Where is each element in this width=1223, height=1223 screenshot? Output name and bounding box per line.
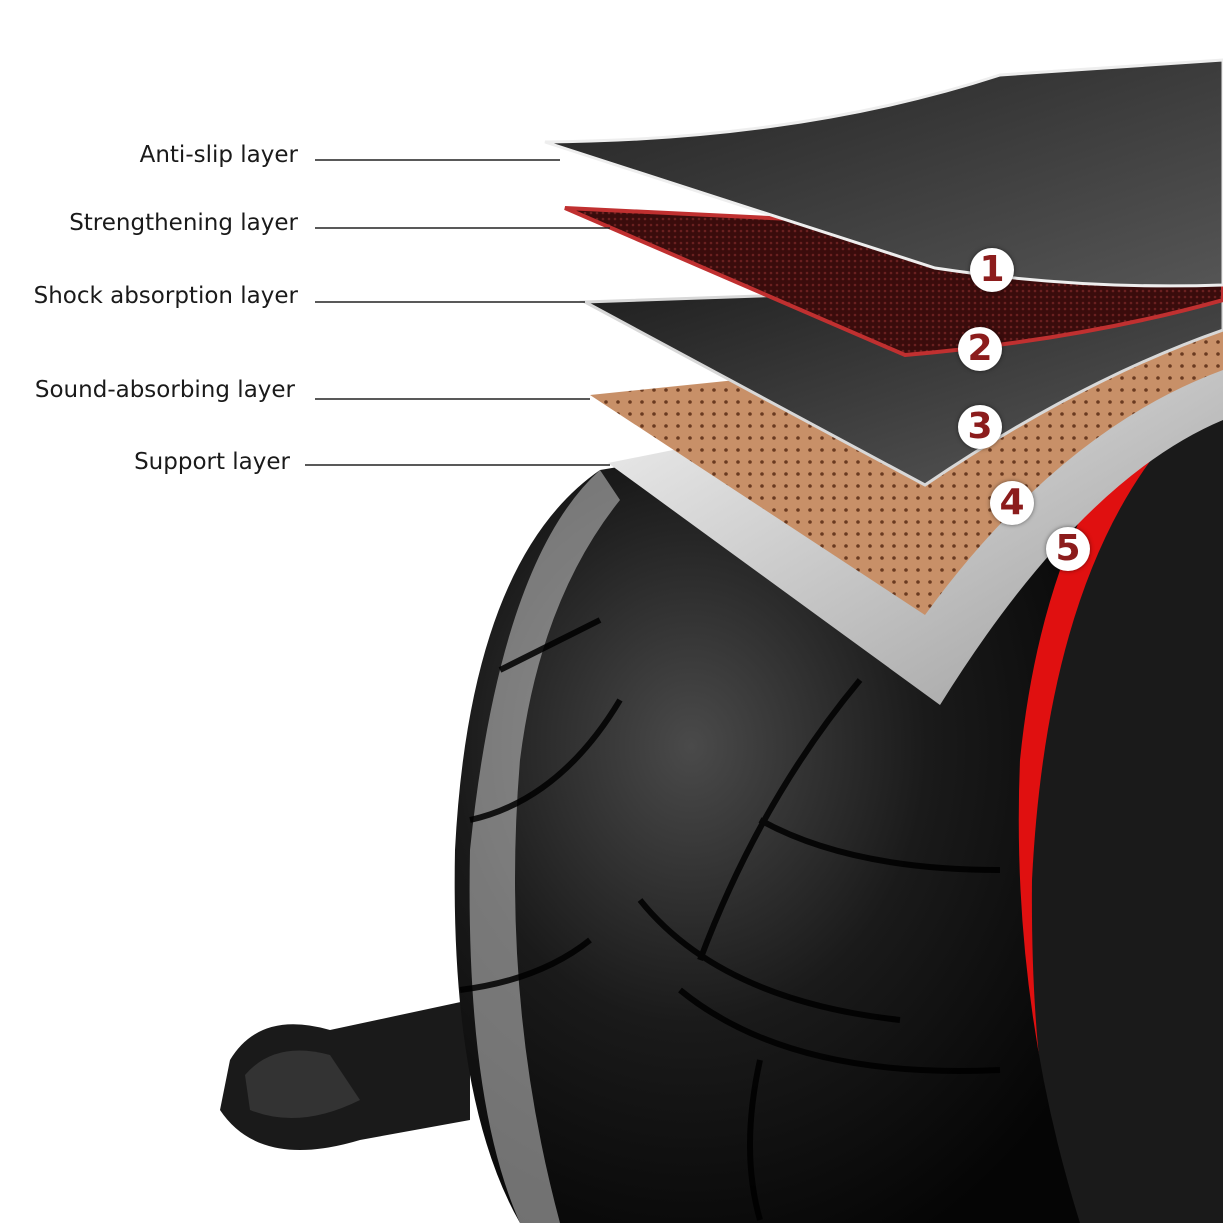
label-anti-slip-layer: Anti-slip layer xyxy=(139,142,298,168)
label-shock-absorption-layer: Shock absorption layer xyxy=(33,283,298,309)
label-sound-absorbing-layer: Sound-absorbing layer xyxy=(34,377,295,403)
badge-3: 3 xyxy=(958,405,1002,449)
label-support-layer: Support layer xyxy=(134,449,290,475)
inner-rim xyxy=(1031,385,1223,1223)
anti-slip-layer xyxy=(544,58,1223,288)
badge-2: 2 xyxy=(958,327,1002,371)
handle xyxy=(220,1000,470,1150)
label-strengthening-layer: Strengthening layer xyxy=(69,210,298,236)
badge-4: 4 xyxy=(990,481,1034,525)
badge-1: 1 xyxy=(970,248,1014,292)
badge-5: 5 xyxy=(1046,527,1090,571)
tire-tread xyxy=(459,617,1001,1221)
leader-lines xyxy=(305,159,610,466)
